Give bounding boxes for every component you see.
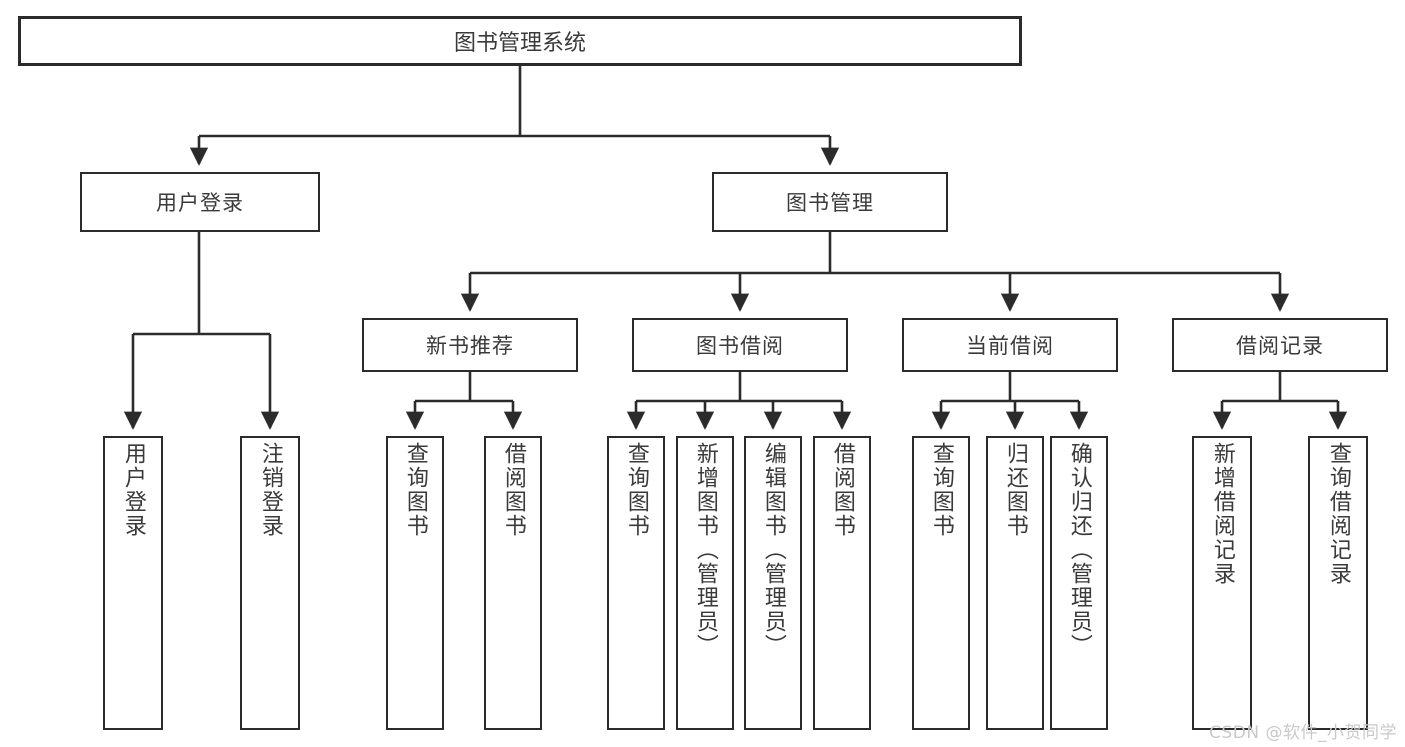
leaf-user-logout[interactable]: 注销登录: [240, 436, 300, 730]
leaf-rec-query2[interactable]: 查询借阅记录: [1308, 436, 1368, 730]
leaf-rec-query-label: 查询图书: [402, 442, 428, 538]
leaf-cur-confirm[interactable]: 确认归还（管理员）: [1050, 436, 1108, 730]
leaf-user-login-label: 用户登录: [120, 442, 146, 538]
leaf-rec-query[interactable]: 查询图书: [386, 436, 444, 730]
node-current-borrow[interactable]: 当前借阅: [902, 318, 1118, 372]
leaf-cur-return-label: 归还图书: [1002, 442, 1028, 538]
leaf-borrow-add[interactable]: 新增图书（管理员）: [676, 436, 734, 730]
leaf-rec-query2-label: 查询借阅记录: [1325, 442, 1351, 586]
node-book-manage-label: 图书管理: [786, 191, 874, 215]
node-root[interactable]: 图书管理系统: [18, 16, 1022, 66]
node-borrow-record-label: 借阅记录: [1236, 334, 1324, 358]
leaf-rec-borrow[interactable]: 借阅图书: [484, 436, 542, 730]
leaf-user-login[interactable]: 用户登录: [103, 436, 163, 730]
leaf-borrow-edit[interactable]: 编辑图书（管理员）: [744, 436, 802, 730]
leaf-cur-return[interactable]: 归还图书: [986, 436, 1044, 730]
node-root-label: 图书管理系统: [453, 31, 586, 56]
leaf-cur-confirm-label: 确认归还（管理员）: [1066, 442, 1092, 658]
leaf-borrow-query-label: 查询图书: [623, 442, 649, 538]
leaf-borrow-query[interactable]: 查询图书: [607, 436, 665, 730]
leaf-cur-query[interactable]: 查询图书: [912, 436, 970, 730]
node-user-login-label: 用户登录: [156, 191, 244, 215]
node-new-book-rec[interactable]: 新书推荐: [362, 318, 578, 372]
node-new-book-rec-label: 新书推荐: [426, 334, 514, 358]
leaf-borrow-do-label: 借阅图书: [829, 442, 855, 538]
leaf-borrow-edit-label: 编辑图书（管理员）: [760, 442, 786, 658]
node-book-borrow[interactable]: 图书借阅: [632, 318, 848, 372]
leaf-rec-add-label: 新增借阅记录: [1209, 442, 1235, 586]
node-book-manage[interactable]: 图书管理: [712, 172, 948, 232]
node-current-borrow-label: 当前借阅: [966, 334, 1054, 358]
leaf-rec-borrow-label: 借阅图书: [500, 442, 526, 538]
leaf-cur-query-label: 查询图书: [928, 442, 954, 538]
leaf-borrow-do[interactable]: 借阅图书: [813, 436, 871, 730]
node-borrow-record[interactable]: 借阅记录: [1172, 318, 1388, 372]
node-book-borrow-label: 图书借阅: [696, 334, 784, 358]
leaf-rec-add[interactable]: 新增借阅记录: [1192, 436, 1252, 730]
watermark: CSDN @软件_小贺同学: [1209, 723, 1397, 743]
leaf-user-logout-label: 注销登录: [257, 442, 283, 538]
node-user-login[interactable]: 用户登录: [80, 172, 320, 232]
leaf-borrow-add-label: 新增图书（管理员）: [692, 442, 718, 658]
